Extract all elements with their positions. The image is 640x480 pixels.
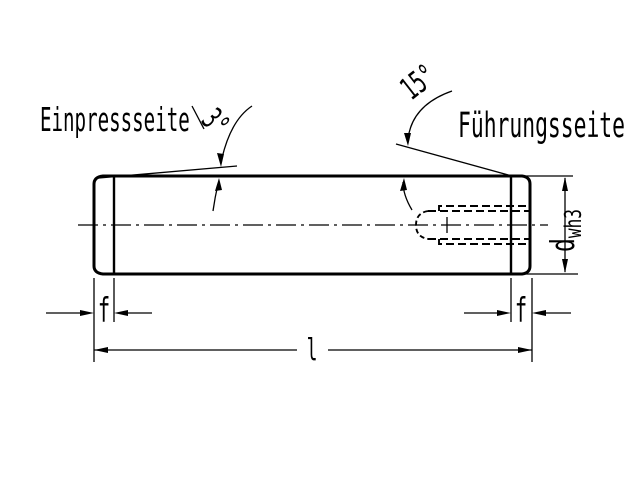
angle-dim-15deg: 15°: [394, 58, 453, 211]
angle-15-label: 15°: [394, 58, 444, 108]
guide-side-label: Führungsseite: [458, 104, 625, 145]
f-right-label: f: [515, 290, 527, 330]
angle-15-arc-upper: [407, 90, 453, 140]
angle-3-leader: [191, 105, 205, 130]
angle-3-label: 3°: [194, 102, 236, 144]
l-arrowhead-left: [94, 347, 108, 353]
taper-line-15deg: [395, 143, 513, 177]
f-left-label: f: [98, 290, 110, 330]
angle-3-arc-upper: [221, 105, 253, 159]
dim-f-right: f: [464, 278, 571, 362]
d-arrowhead-bottom: [562, 259, 568, 273]
dim-length: l: [94, 332, 532, 367]
l-label: l: [307, 332, 318, 367]
d-arrowhead-top: [562, 177, 568, 191]
f-right-arrowhead-outer: [532, 310, 546, 316]
drill-tip-cap: [415, 210, 429, 240]
f-left-arrowhead-outer: [80, 310, 94, 316]
thread-hole-hidden-lines: [415, 205, 530, 245]
press-side-label: Einpressseite: [40, 102, 190, 140]
thread-major-bottom: [438, 239, 530, 245]
f-right-arrowhead-inner: [497, 310, 511, 316]
pin-body-outline: [92, 174, 532, 276]
d-label: dwh3: [544, 209, 587, 252]
taper-line-3deg: [98, 165, 238, 179]
dim-f-left: f: [46, 278, 152, 362]
angle-dim-3deg: 3°: [191, 102, 253, 212]
f-left-arrowhead-inner: [114, 310, 128, 316]
angle-3-arrowhead-lower: [215, 178, 222, 191]
angle-15-arrowhead-lower: [400, 178, 407, 191]
dim-diameter: dwh3: [524, 175, 587, 275]
angle-3-arrowhead-upper: [217, 153, 224, 167]
angle-15-arrowhead-upper: [404, 133, 411, 146]
l-arrowhead-right: [518, 347, 532, 353]
thread-major-top: [438, 205, 530, 211]
